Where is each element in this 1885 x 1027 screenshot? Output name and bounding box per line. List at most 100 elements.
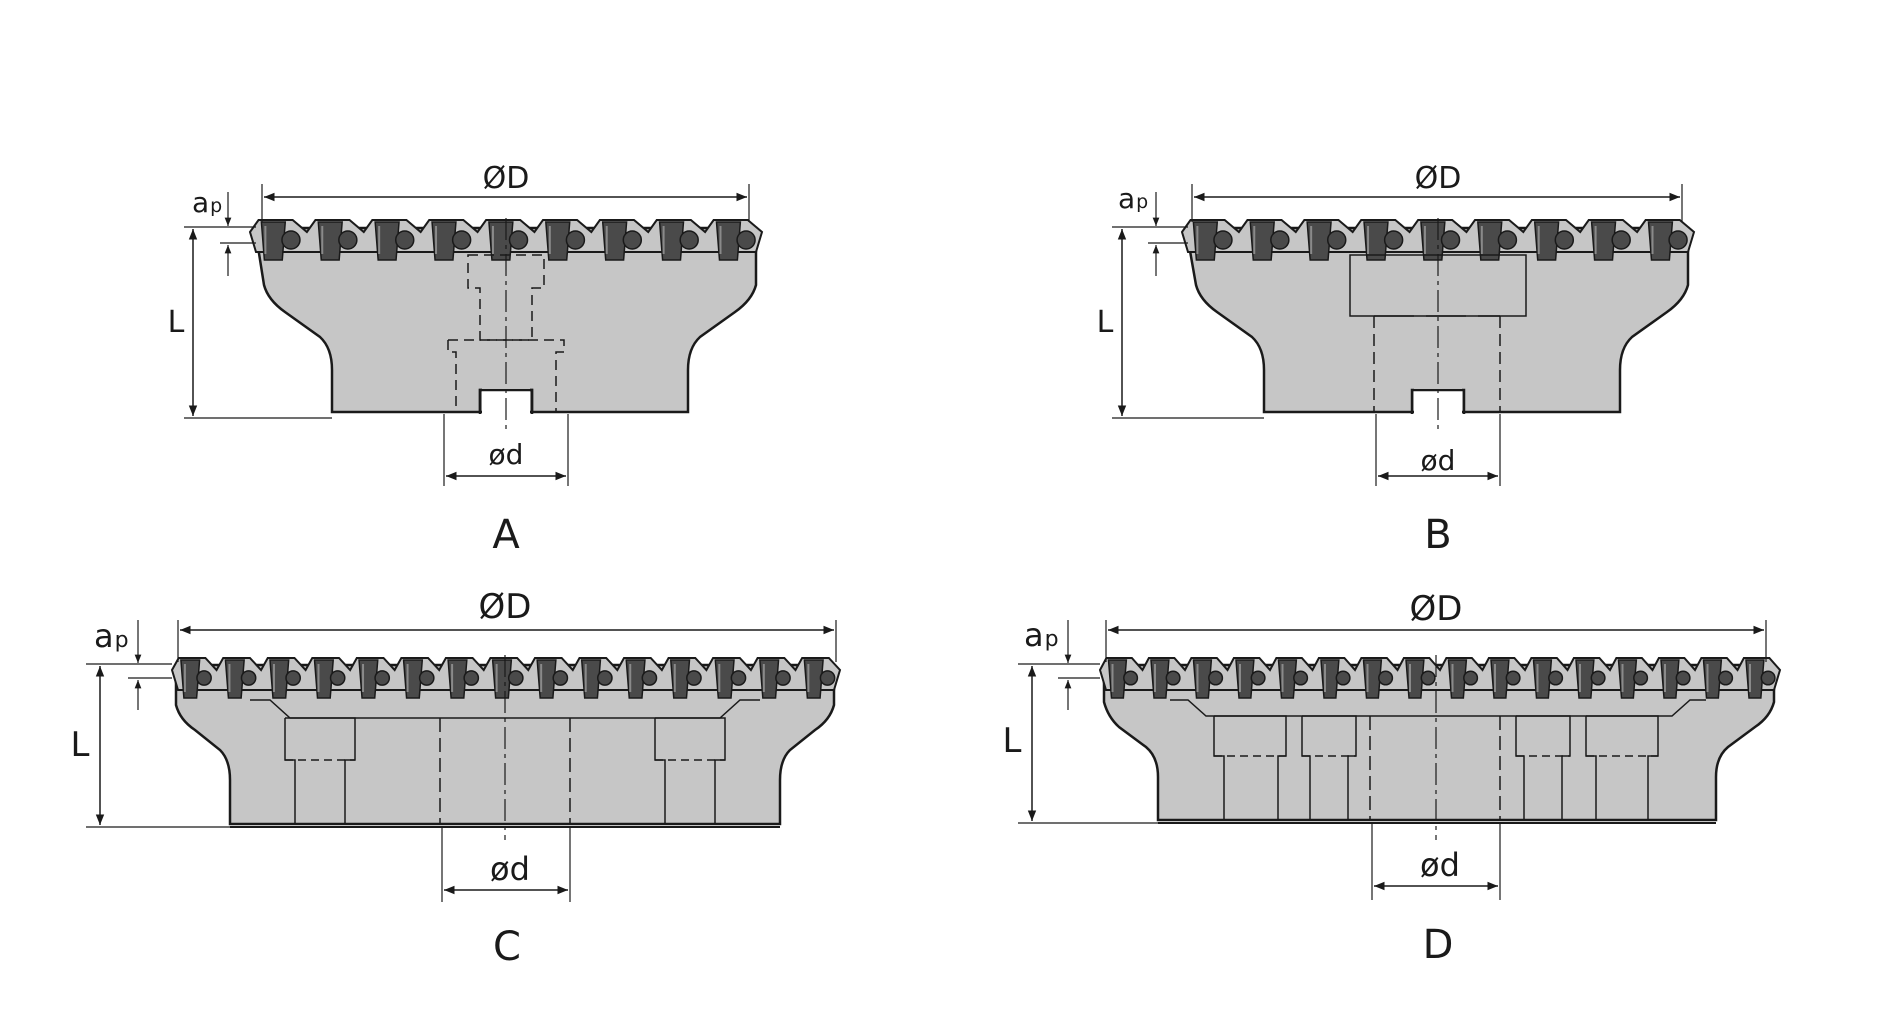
hidden-lines-b xyxy=(1349,254,1527,412)
cutting-insert xyxy=(1533,221,1560,261)
insert-screw xyxy=(819,670,836,686)
insert-screw xyxy=(1123,670,1139,686)
insert-row-c xyxy=(170,657,842,699)
insert-screw xyxy=(1165,670,1181,686)
insert-screw xyxy=(622,230,643,250)
ap-label-c: ap xyxy=(94,617,129,655)
insert-screw xyxy=(394,230,415,250)
cutting-insert xyxy=(317,221,343,261)
insert-screw xyxy=(1270,230,1290,250)
insert-screw xyxy=(686,670,702,686)
cutting-insert xyxy=(715,221,742,261)
cutting-insert xyxy=(431,221,457,261)
cutting-insert xyxy=(658,221,685,261)
cutting-insert xyxy=(260,221,287,261)
insert-screw xyxy=(507,670,524,686)
insert-screw xyxy=(730,670,747,686)
variant-d: ØD L ap ød D xyxy=(1003,589,1782,968)
insert-screw xyxy=(1440,230,1461,250)
insert-screw xyxy=(1548,670,1564,686)
insert-screw xyxy=(775,670,791,686)
insert-screw xyxy=(1611,230,1631,250)
insert-screw xyxy=(1633,670,1649,686)
insert-screw xyxy=(463,670,480,686)
ap-label-a: ap xyxy=(192,186,222,219)
length-label-b: L xyxy=(1097,305,1114,340)
variant-c: ØD L ap ød C xyxy=(71,587,842,970)
od-label-a: ØD xyxy=(483,161,530,196)
cutting-insert xyxy=(1477,221,1503,261)
cutting-insert xyxy=(601,221,628,261)
length-label-c: L xyxy=(71,725,90,765)
insert-screw xyxy=(1208,670,1224,686)
cutting-insert xyxy=(1590,221,1617,261)
insert-screw xyxy=(1675,670,1691,686)
insert-screw xyxy=(641,670,658,686)
cutting-insert xyxy=(1192,221,1219,261)
ap-label-d: ap xyxy=(1024,616,1059,654)
bore-label-b: ød xyxy=(1421,444,1456,477)
variant-b: ØD L ap ød B xyxy=(1097,161,1696,558)
insert-screw xyxy=(1590,670,1606,686)
insert-band xyxy=(1098,657,1782,691)
insert-screw xyxy=(1326,230,1347,250)
insert-screw xyxy=(596,670,613,686)
insert-screw xyxy=(565,230,586,250)
insert-screw xyxy=(1554,230,1575,250)
insert-screw xyxy=(1250,670,1266,686)
cutting-insert xyxy=(488,221,514,261)
insert-screw xyxy=(1497,230,1518,250)
insert-screw xyxy=(418,670,435,686)
hidden-lines-a xyxy=(447,254,565,412)
od-label-b: ØD xyxy=(1415,161,1462,196)
length-label-d: L xyxy=(1003,721,1022,761)
insert-screw xyxy=(1420,670,1436,686)
variant-label-d: D xyxy=(1423,922,1454,968)
od-label-d: ØD xyxy=(1410,589,1463,629)
od-label-c: ØD xyxy=(479,587,532,627)
insert-screw xyxy=(451,230,472,250)
cutting-insert xyxy=(545,221,571,261)
cutting-insert xyxy=(1306,221,1332,261)
hidden-lines-d xyxy=(1170,699,1706,820)
bore-label-c: ød xyxy=(490,850,530,888)
insert-screw xyxy=(1293,670,1309,686)
insert-screw xyxy=(679,230,699,250)
insert-screw xyxy=(338,230,358,250)
insert-screw xyxy=(1505,670,1521,686)
cutting-insert xyxy=(1249,221,1275,261)
length-label-a: L xyxy=(168,305,185,340)
insert-screw xyxy=(552,670,569,686)
insert-screw xyxy=(508,230,529,250)
insert-row-a xyxy=(248,219,764,261)
insert-screw xyxy=(1335,670,1351,686)
cutter-body-d xyxy=(1102,663,1776,822)
insert-screw xyxy=(1213,230,1233,250)
insert-screw xyxy=(196,670,212,686)
bore-label-d: ød xyxy=(1420,846,1460,884)
variant-label-a: A xyxy=(492,512,520,558)
insert-screw xyxy=(736,230,756,250)
bore-label-a: ød xyxy=(489,438,524,471)
insert-screw xyxy=(1760,670,1776,686)
cutting-insert xyxy=(1420,221,1446,261)
cutting-insert xyxy=(374,221,400,261)
insert-screw xyxy=(374,670,391,686)
cutting-insert xyxy=(1647,221,1674,261)
variant-label-c: C xyxy=(493,924,521,970)
insert-screw xyxy=(1463,670,1479,686)
insert-screw xyxy=(1378,670,1394,686)
insert-screw xyxy=(329,670,346,686)
cutter-body-b xyxy=(1184,226,1690,414)
insert-screw xyxy=(1668,230,1688,250)
insert-screw xyxy=(240,670,257,686)
insert-row-d xyxy=(1098,657,1782,699)
ap-label-b: ap xyxy=(1118,182,1148,215)
variant-a: ØD L ap ød A xyxy=(168,161,764,558)
insert-screw xyxy=(1383,230,1404,250)
insert-screw xyxy=(281,230,301,250)
insert-screw xyxy=(1718,670,1734,686)
variant-label-b: B xyxy=(1424,512,1451,558)
cutting-insert xyxy=(1363,221,1389,261)
insert-screw xyxy=(285,670,302,686)
